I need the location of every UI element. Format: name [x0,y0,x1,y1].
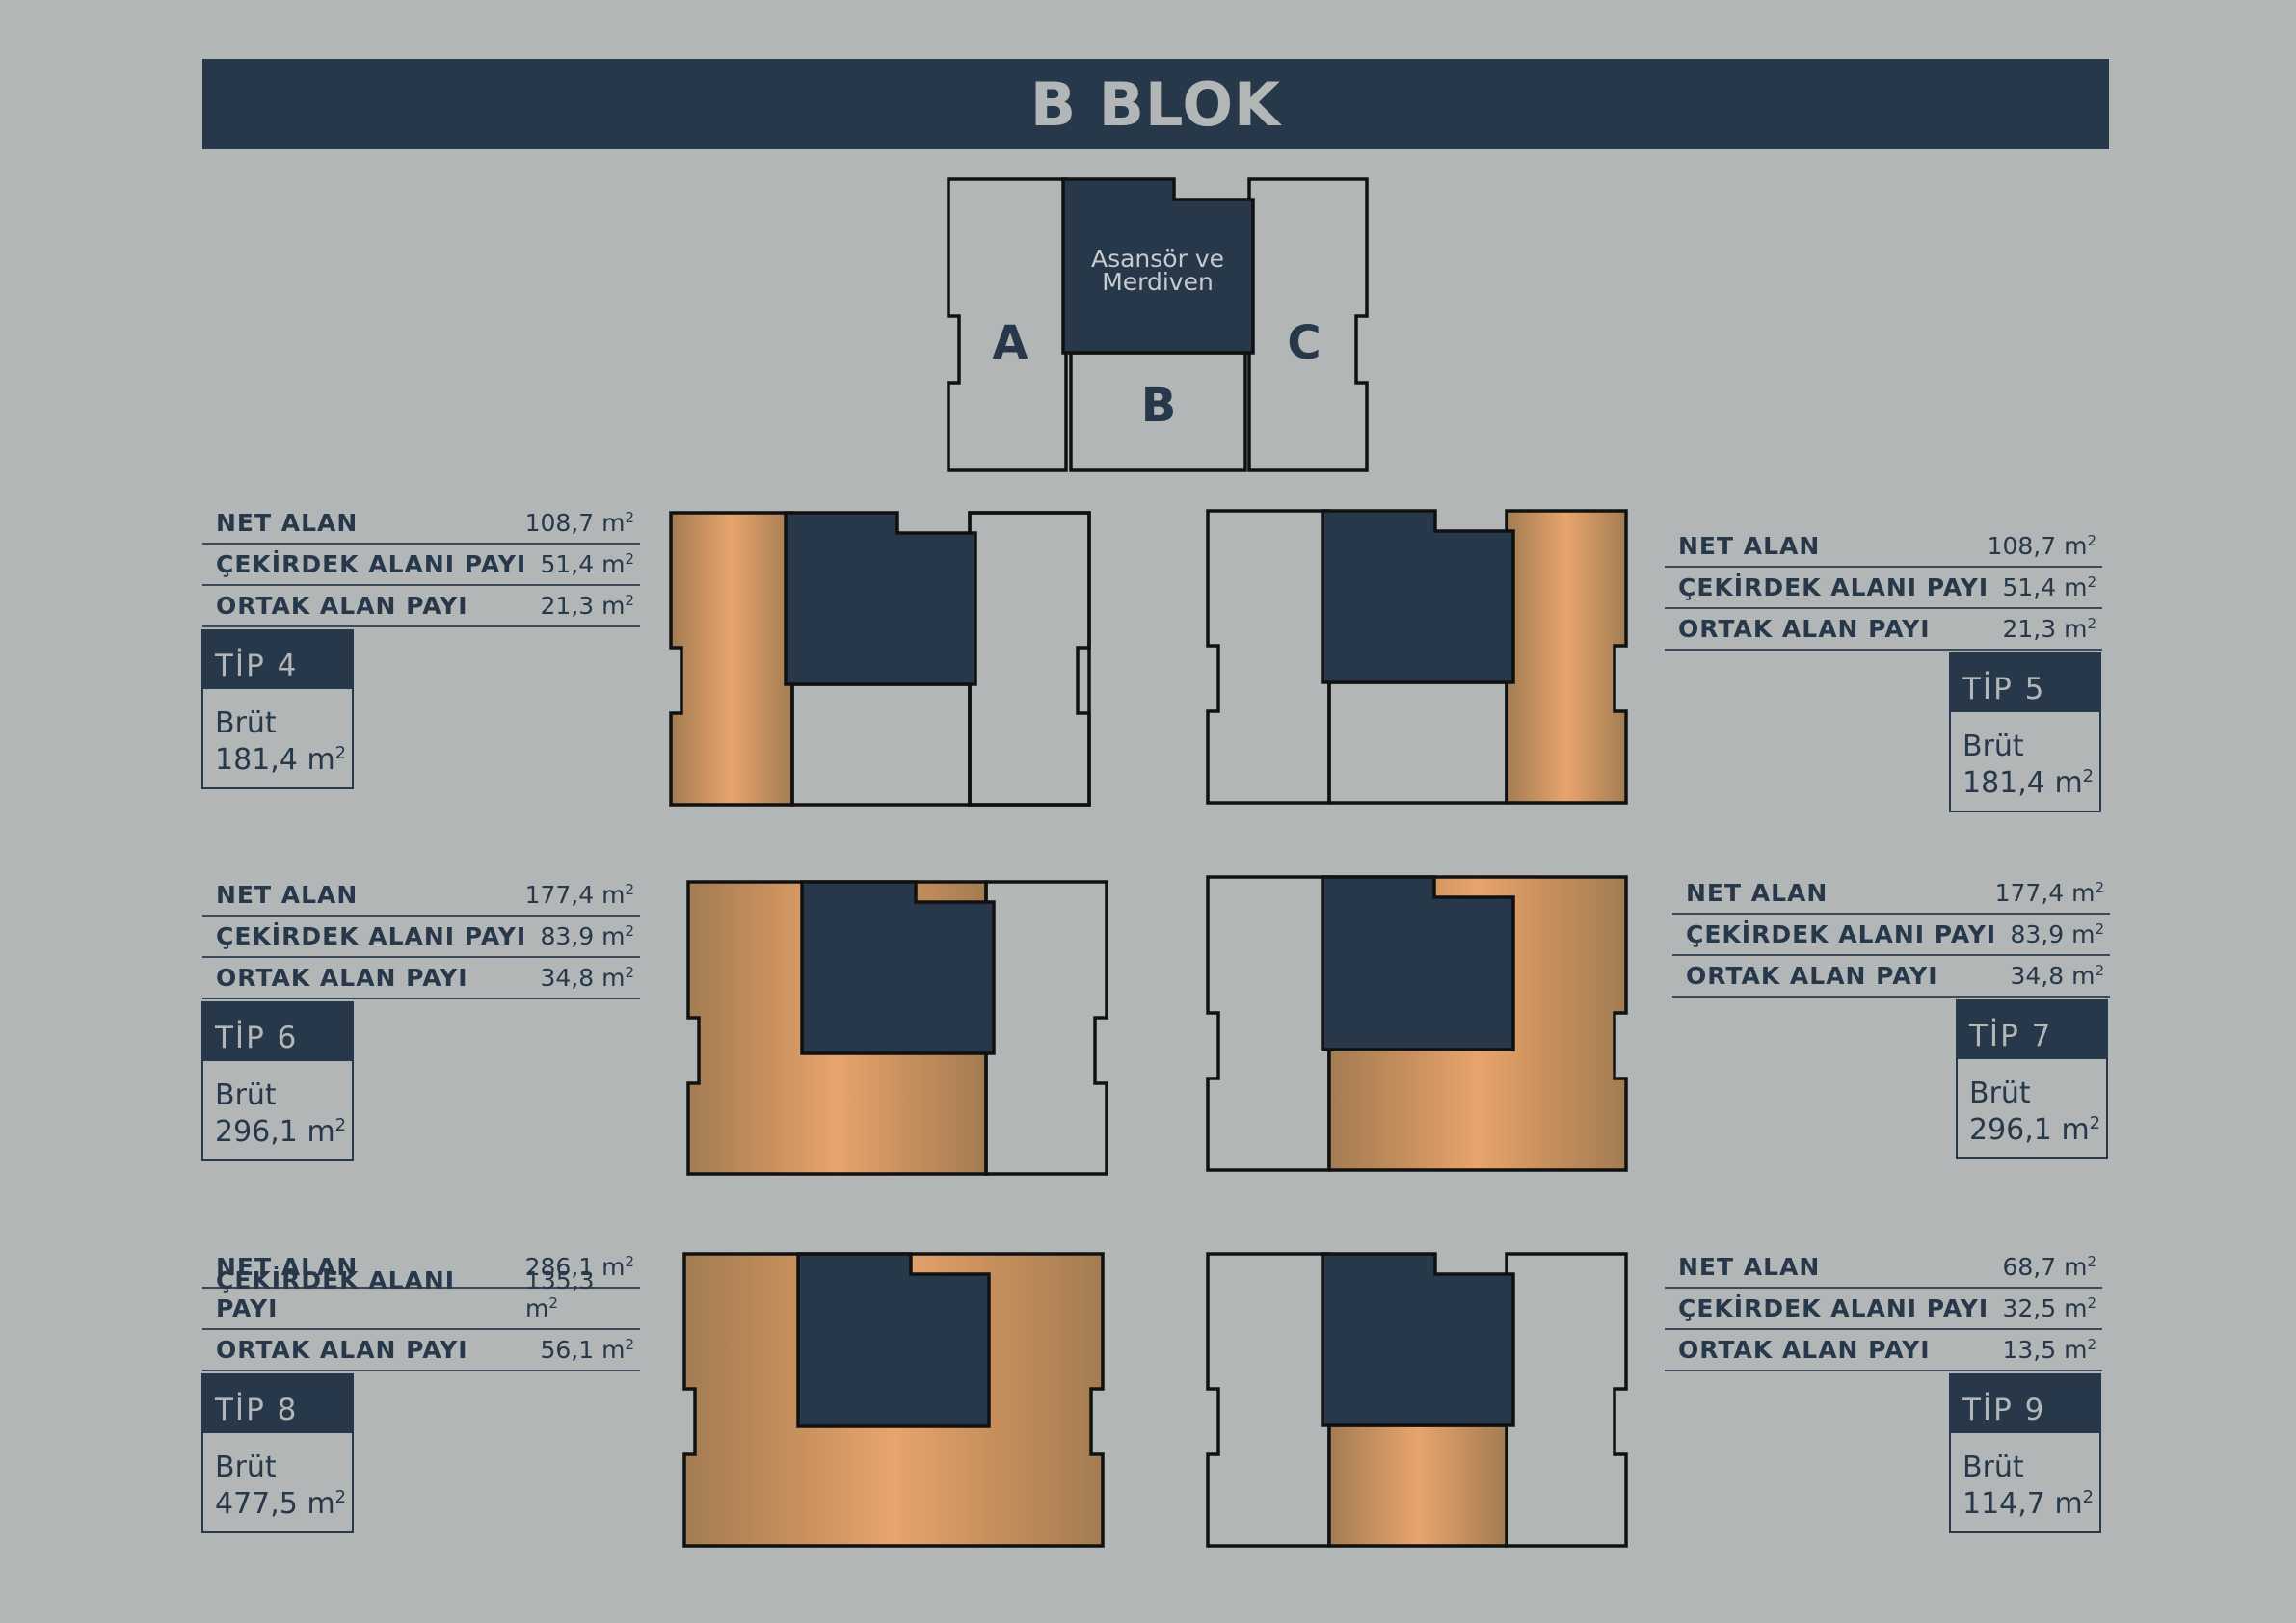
key-plan-core-label-2: Merdiven [1102,268,1214,296]
common-share-value: 34,8 [2010,962,2065,990]
key-plan-core-label-1: Asansör ve [1091,245,1224,273]
tip-label: TİP 9 [1951,1375,2099,1433]
page-title: B BLOK [1029,68,1282,140]
common-share-value: 34,8 [540,964,595,992]
plan-tip-8 [682,1252,1105,1548]
common-share-value: 21,3 [2002,615,2057,643]
tip-label: TİP 4 [203,631,352,689]
net-area-value: 177,4 [1994,879,2065,907]
key-plan-unit-b: B [1141,379,1177,433]
plan-tip-5 [1206,509,1628,805]
key-plan-unit-c: C [1287,316,1321,370]
core-share-value: 51,4 [540,550,595,578]
tip-label: TİP 8 [203,1375,352,1433]
core-share-value: 83,9 [540,922,595,950]
common-share-value: 21,3 [540,592,595,620]
net-area-value: 286,1 [524,1253,595,1281]
common-share-value: 56,1 [540,1336,595,1364]
common-share-value: 13,5 [2002,1336,2057,1364]
plan-tip-4 [669,511,1091,807]
tip-label: TİP 6 [203,1003,352,1061]
core-share-value: 135,3 [524,1265,595,1294]
key-plan [947,177,1369,472]
key-plan-unit-a: A [992,316,1028,370]
plan-tip-6 [686,880,1108,1176]
tip-label: TİP 7 [1958,1001,2106,1059]
net-area-value: 108,7 [1987,532,2057,560]
core-share-value: 51,4 [2002,573,2057,601]
net-area-value: 68,7 [2002,1253,2057,1281]
plan-tip-7 [1206,875,1628,1172]
page-title-bar: B BLOK [202,59,2109,149]
core-share-value: 83,9 [2010,920,2065,948]
core-share-value: 32,5 [2002,1294,2057,1322]
tip-label: TİP 5 [1951,654,2099,712]
net-area-value: 177,4 [524,881,595,909]
plan-tip-9 [1206,1252,1628,1548]
net-area-value: 108,7 [524,509,595,537]
